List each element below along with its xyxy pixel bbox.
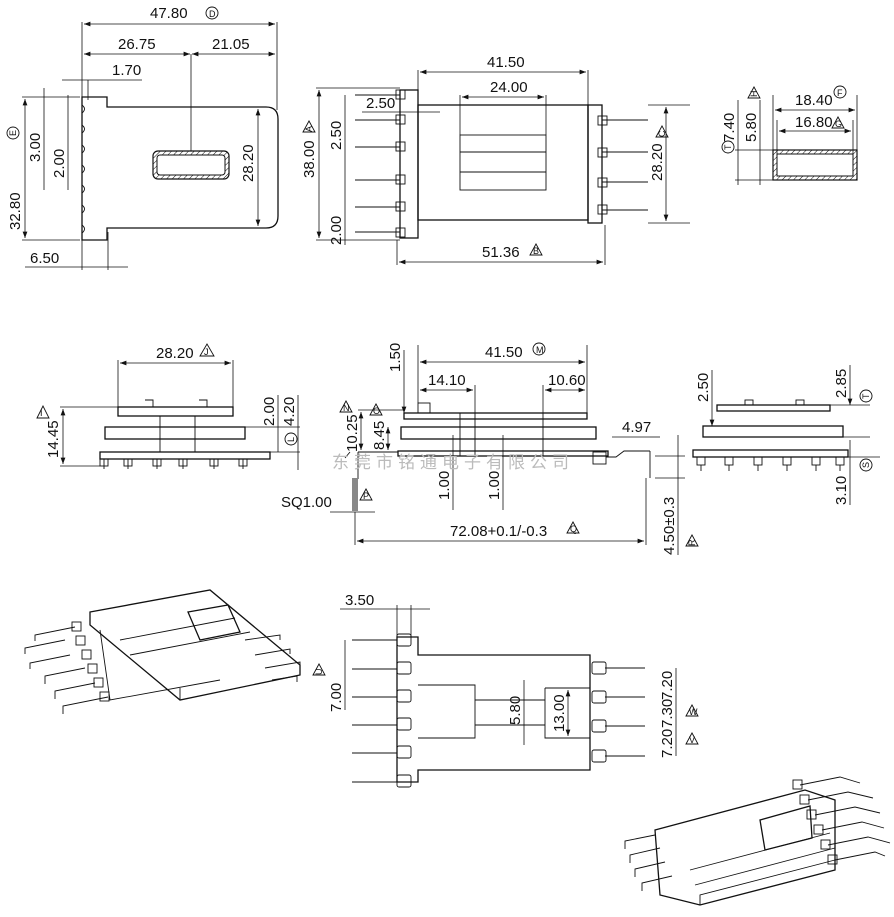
dim-end-flange: 2.50	[695, 373, 712, 402]
section-view: 18.40 F 16.80 G 7.40 T 5.80 H	[721, 85, 858, 185]
marker-h: H	[749, 91, 759, 98]
dim-pin-pitch-right-1: 7.20	[659, 671, 676, 700]
dim-pin-pitch-right-3: 7.20	[659, 729, 676, 758]
dim-pin-pitch-top: 2.50	[328, 121, 345, 150]
marker-e: E	[8, 130, 18, 136]
bottom-view: 3.50 7.00 U 5.80 13.00 7.20 7.30 7.20 W …	[312, 592, 699, 788]
dim-pin-pitch-right-2: 7.30	[659, 699, 676, 728]
dim-side-width: 28.20	[156, 345, 194, 362]
dim-overall-width: 32.80	[7, 192, 24, 230]
dim-pin-pad: 3.50	[345, 592, 374, 609]
dim-plan-height: 28.20	[649, 143, 666, 181]
dim-pin-length: 4.50±0.3	[661, 497, 678, 555]
plan-view: 41.50 24.00 2.50 38.00 A 2.50 2.00 28.20…	[301, 54, 690, 265]
dim-pin-bend: 4.97	[622, 419, 651, 436]
dim-front-left-window: 14.10	[428, 372, 466, 389]
dim-side-height: 14.45	[45, 420, 62, 458]
dim-wall-right: 1.00	[486, 471, 503, 500]
dim-core-length: 41.50	[487, 54, 525, 71]
marker-t-section: T	[723, 144, 733, 150]
front-view: 41.50 M 1.50 14.10 10.60 10.25 N 8.45 O …	[281, 342, 699, 555]
marker-l: L	[286, 437, 296, 442]
marker-a: A	[304, 126, 314, 132]
marker-b: B	[533, 246, 539, 256]
dim-overall-length: 47.80	[150, 5, 188, 22]
isometric-view-left	[24, 589, 301, 714]
marker-s: S	[861, 462, 871, 468]
marker-p: P	[363, 491, 369, 501]
dim-section-outer: 18.40	[795, 92, 833, 109]
dim-side-flange: 2.00	[261, 397, 278, 426]
marker-d: D	[209, 9, 216, 19]
dim-core-width: 5.80	[507, 696, 524, 725]
dim-flange-depth: 6.50	[30, 250, 59, 267]
dim-slot-width: 2.00	[51, 149, 68, 178]
dim-front-flange: 1.50	[387, 343, 404, 372]
dim-pin-span: 51.36	[482, 244, 520, 261]
dim-pin-square: SQ1.00	[281, 494, 332, 511]
dim-section-height: 7.40	[721, 113, 738, 142]
dim-end-pin: 3.10	[833, 476, 850, 505]
dim-front-core: 41.50	[485, 344, 523, 361]
side-view: 28.20 J 14.45 I 2.00 4.20 L	[36, 343, 300, 470]
dim-window-length: 24.00	[490, 79, 528, 96]
end-view: 2.50 2.85 T 3.10 S	[692, 365, 880, 505]
marker-i: I	[40, 408, 43, 418]
marker-n: N	[343, 403, 350, 413]
marker-t-end: T	[861, 393, 871, 399]
top-outline-view: 47.80 D 26.75 21.05 1.70 32.80 E 3.00 2.…	[6, 5, 279, 270]
marker-o: O	[373, 406, 380, 416]
dim-pin-offset: 2.50	[366, 95, 395, 112]
dim-slot-depth: 1.70	[112, 62, 141, 79]
dim-pin-pitch-left: 7.00	[328, 683, 345, 712]
dim-plan-width: 38.00	[301, 140, 318, 178]
marker-c: C	[657, 130, 667, 137]
dim-front-height: 10.25	[344, 414, 361, 452]
dim-window-width: 13.00	[551, 694, 568, 732]
marker-g: G	[835, 119, 842, 129]
marker-q: Q	[570, 524, 577, 534]
dim-wall-left: 1.00	[436, 471, 453, 500]
marker-j: J	[204, 347, 209, 357]
dim-slot-pitch: 3.00	[27, 133, 44, 162]
dim-center-right: 21.05	[212, 36, 250, 53]
dim-section-inner-height: 5.80	[743, 113, 760, 142]
marker-m: M	[536, 345, 544, 355]
marker-v: V	[689, 735, 695, 745]
marker-u: U	[314, 669, 324, 676]
dim-side-base: 4.20	[281, 397, 298, 426]
dim-front-mid-height: 8.45	[371, 421, 388, 450]
dim-pin-to-pin: 72.08+0.1/-0.3	[450, 523, 547, 540]
marker-w: W	[689, 707, 698, 717]
dim-end-top: 2.85	[833, 369, 850, 398]
dim-center-left: 26.75	[118, 36, 156, 53]
marker-r: R	[687, 539, 697, 546]
dim-pin-pitch-bottom: 2.00	[328, 216, 345, 245]
marker-f: F	[837, 88, 843, 98]
company-watermark: 东莞市铭通电子有限公司	[332, 453, 574, 473]
dim-section-inner: 16.80	[795, 114, 833, 131]
dim-body-width: 28.20	[240, 144, 257, 182]
isometric-view-right	[624, 776, 891, 906]
dim-front-right-window: 10.60	[548, 372, 586, 389]
